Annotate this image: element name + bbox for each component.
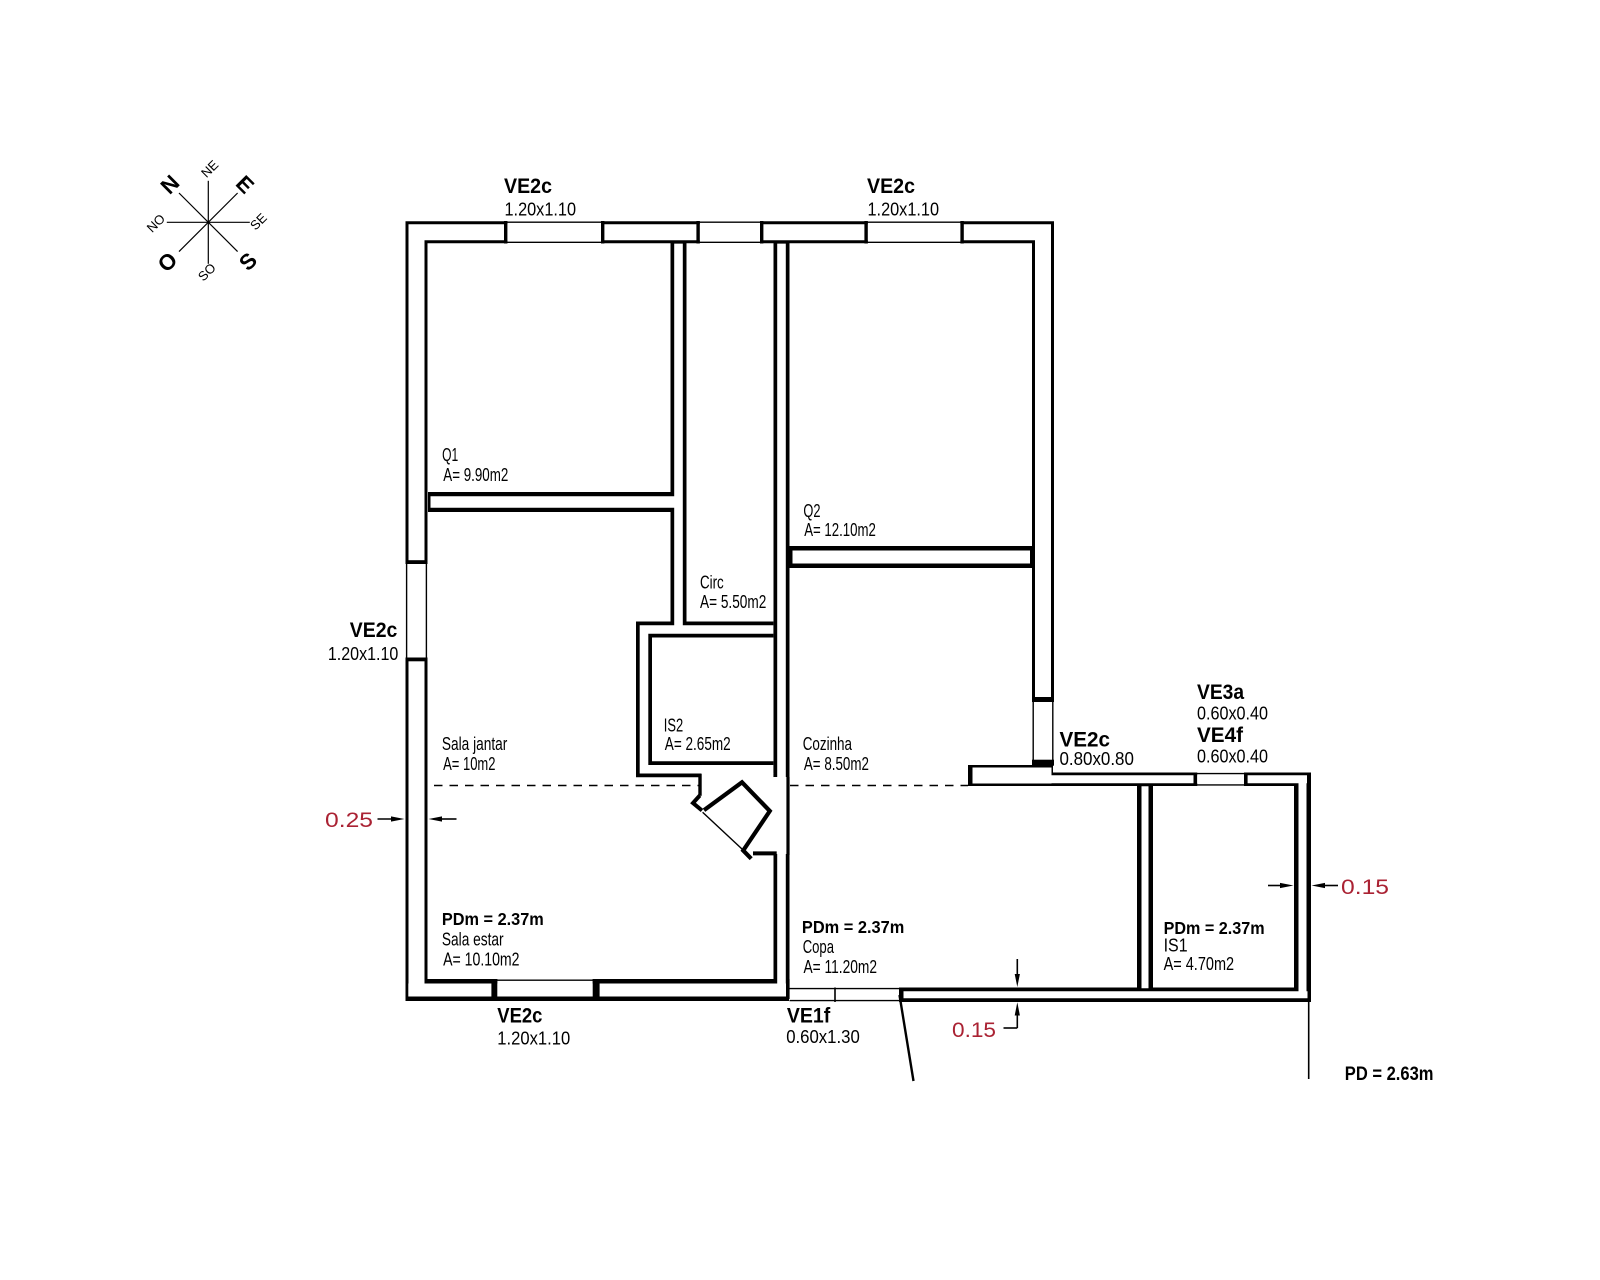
svg-text:VE1f: VE1f [787, 1005, 831, 1028]
svg-text:VE2c: VE2c [350, 619, 398, 642]
svg-text:Copa: Copa [803, 937, 835, 957]
svg-text:A= 5.50m2: A= 5.50m2 [700, 592, 766, 612]
svg-text:A= 12.10m2: A= 12.10m2 [804, 520, 876, 540]
svg-text:0.80x0.80: 0.80x0.80 [1060, 749, 1134, 769]
svg-text:PDm = 2.37m: PDm = 2.37m [802, 917, 904, 937]
svg-text:VE2c: VE2c [504, 175, 552, 198]
svg-text:A= 4.70m2: A= 4.70m2 [1164, 954, 1235, 974]
svg-text:0.15: 0.15 [1341, 876, 1389, 899]
svg-text:0.60x0.40: 0.60x0.40 [1197, 704, 1268, 724]
svg-text:A= 10.10m2: A= 10.10m2 [443, 950, 519, 970]
svg-text:1.20x1.10: 1.20x1.10 [868, 200, 940, 220]
svg-text:A= 9.90m2: A= 9.90m2 [443, 465, 508, 485]
svg-text:Sala jantar: Sala jantar [442, 734, 507, 754]
svg-text:PDm = 2.37m: PDm = 2.37m [1164, 918, 1265, 938]
svg-text:VE4f: VE4f [1197, 724, 1244, 747]
svg-text:0.25: 0.25 [325, 809, 373, 832]
svg-text:IS1: IS1 [1164, 936, 1188, 956]
svg-text:VE2c: VE2c [1060, 728, 1111, 751]
svg-text:Q2: Q2 [803, 501, 820, 521]
svg-text:Q1: Q1 [442, 445, 458, 465]
svg-text:PD = 2.63m: PD = 2.63m [1345, 1064, 1434, 1085]
svg-text:A= 8.50m2: A= 8.50m2 [804, 754, 869, 774]
svg-text:VE2c: VE2c [867, 175, 915, 198]
svg-text:PDm = 2.37m: PDm = 2.37m [442, 909, 544, 929]
svg-text:1.20x1.10: 1.20x1.10 [328, 644, 398, 664]
svg-text:IS2: IS2 [664, 715, 683, 735]
svg-text:VE3a: VE3a [1197, 681, 1244, 704]
svg-text:A= 10m2: A= 10m2 [443, 754, 495, 774]
svg-text:Circ: Circ [700, 573, 724, 593]
svg-text:Sala estar: Sala estar [442, 930, 504, 950]
svg-text:VE2c: VE2c [497, 1005, 542, 1028]
svg-text:0.60x1.30: 0.60x1.30 [786, 1027, 860, 1047]
svg-text:A= 11.20m2: A= 11.20m2 [804, 957, 878, 977]
svg-text:0.60x0.40: 0.60x0.40 [1197, 747, 1268, 767]
svg-text:1.20x1.10: 1.20x1.10 [497, 1029, 570, 1049]
svg-text:Cozinha: Cozinha [803, 734, 853, 754]
svg-text:1.20x1.10: 1.20x1.10 [505, 200, 577, 220]
svg-text:0.15: 0.15 [952, 1019, 996, 1042]
svg-text:A= 2.65m2: A= 2.65m2 [665, 734, 731, 754]
